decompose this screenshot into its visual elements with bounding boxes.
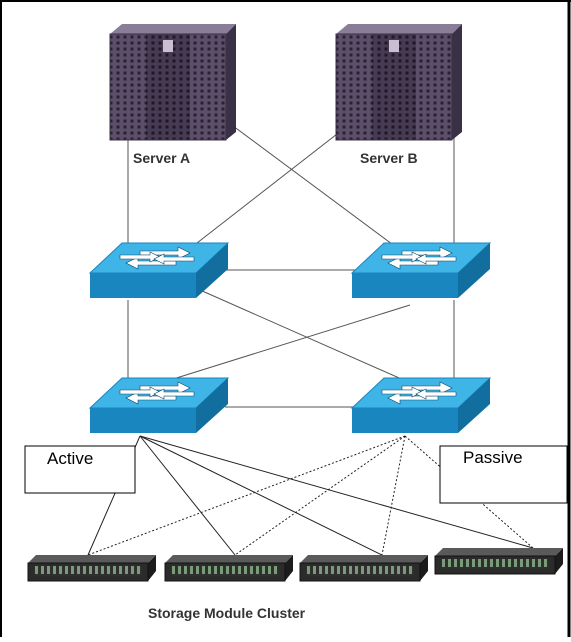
link-serverB-switch1 <box>187 119 356 251</box>
switch-links <box>127 269 455 408</box>
passive-box <box>439 445 568 504</box>
link-sw2-sw3 <box>169 304 411 381</box>
link-serverA-switch2 <box>224 119 401 251</box>
switch-top-left-icon <box>89 242 229 299</box>
active-box <box>24 445 136 494</box>
storage-module-4-icon <box>434 547 564 575</box>
switch-top-right-icon <box>351 242 491 299</box>
server-a-label: Server A <box>133 150 190 166</box>
switch-active-icon <box>89 377 229 434</box>
storage-cluster-label: Storage Module Cluster <box>148 605 306 621</box>
storage-module-1-icon <box>27 554 157 582</box>
switch-passive-icon <box>351 377 491 434</box>
storage-module-2-icon <box>164 554 294 582</box>
server-b-label: Server B <box>360 150 418 166</box>
active-label: Active <box>47 449 93 468</box>
server-b-icon <box>335 23 463 141</box>
server-a-icon <box>109 23 237 141</box>
storage-module-3-icon <box>299 554 429 582</box>
passive-label: Passive <box>463 448 523 467</box>
server-links <box>127 119 455 251</box>
